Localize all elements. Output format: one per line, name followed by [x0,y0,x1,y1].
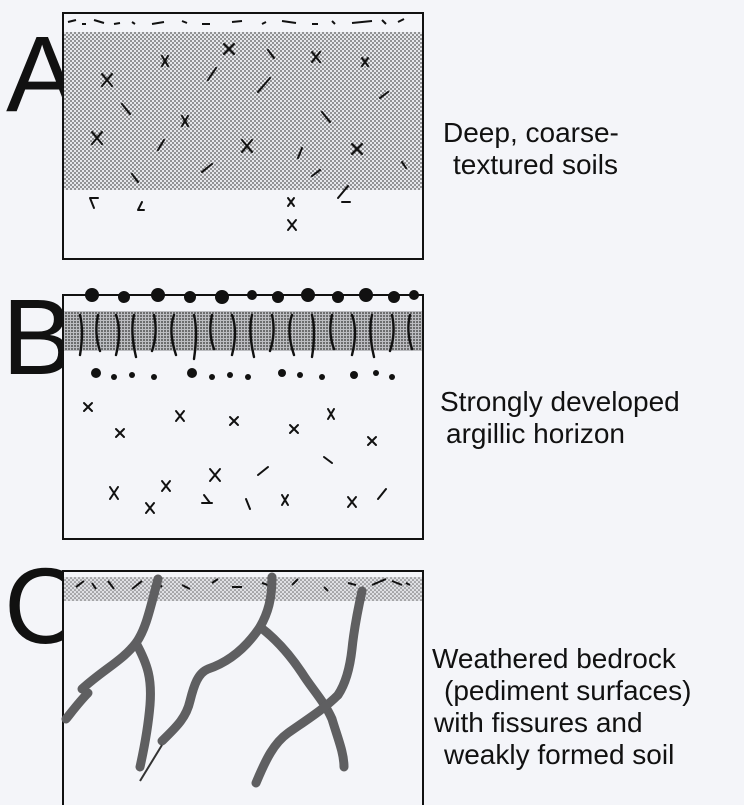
panel-a-caption: Deep, coarse- textured soils [443,117,619,181]
panel-c-caption-line-4: weakly formed soil [432,739,691,771]
panel-b-caption: Strongly developed argillic horizon [440,386,680,450]
panel-b-soil-profile [62,285,424,541]
panel-c-caption-line-2: (pediment surfaces) [432,675,691,707]
panel-a-caption-line-2: textured soils [443,149,619,181]
panel-a-coarse-horizon [64,32,422,190]
panel-c-thin-soil [64,577,422,601]
panel-a-caption-line-1: Deep, coarse- [443,117,619,149]
panel-c-soil-profile [62,569,424,805]
panel-c-caption-line-1: Weathered bedrock [432,643,691,675]
panel-c-caption-line-3: with fissures and [432,707,691,739]
panel-b-caption-line-2: argillic horizon [440,418,680,450]
panel-b-caption-line-1: Strongly developed [440,386,680,418]
panel-c-caption: Weathered bedrock (pediment surfaces) wi… [432,643,691,771]
panel-c-frame [63,571,423,805]
panel-a-soil-profile [62,12,424,260]
